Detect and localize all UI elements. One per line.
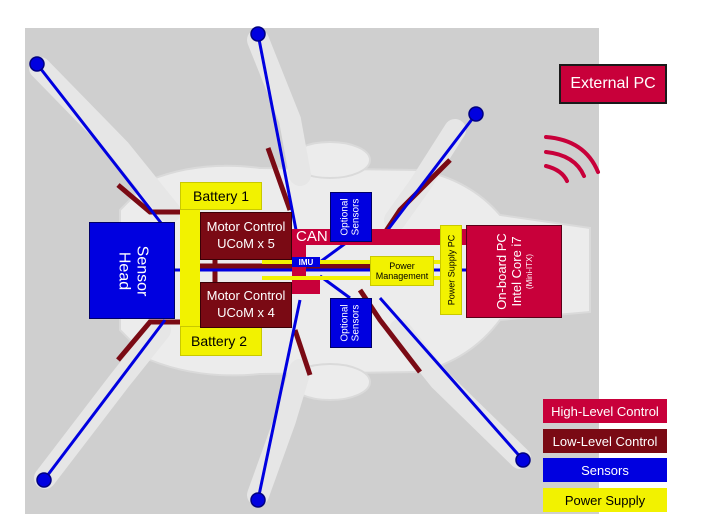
sensor-head-line1: Sensor xyxy=(132,245,150,296)
motor-control-2-line1: Motor Control xyxy=(206,288,286,303)
optional-sensors-top-box: Optional Sensors xyxy=(330,192,372,242)
sensor-head-line2: Head xyxy=(114,251,132,290)
legend-label: High-Level Control xyxy=(551,403,659,419)
motor-control-2-box: Motor Control UCoM x 4 xyxy=(200,282,292,328)
power-supply-pc-label: Power Supply PC xyxy=(446,234,457,306)
motor-control-2-line2: UCoM x 4 xyxy=(217,305,275,320)
motor-control-1-line2: UCoM x 5 xyxy=(217,236,275,251)
motor-control-1-box: Motor Control UCoM x 5 xyxy=(200,212,292,260)
optional-sensors-top-line2: Sensors xyxy=(351,198,362,236)
power-management-line2: Management xyxy=(375,271,429,281)
motor-control-1-line1: Motor Control xyxy=(206,219,286,234)
legend-high-level-control: High-Level Control xyxy=(543,399,667,423)
legend-sensors: Sensors xyxy=(543,458,667,482)
external-pc-box: External PC xyxy=(559,64,667,104)
wireless-signal-icon xyxy=(544,135,600,183)
can-label: CAN xyxy=(296,228,328,245)
legend-low-level-control: Low-Level Control xyxy=(543,429,667,453)
onboard-pc-line2: Intel Core i7 xyxy=(508,236,524,307)
legend-label: Low-Level Control xyxy=(552,433,658,449)
imu-box: IMU xyxy=(292,257,320,267)
battery-frame xyxy=(180,210,200,326)
optional-sensors-bottom-line2: Sensors xyxy=(351,304,362,342)
sensor-head-box: Sensor Head xyxy=(89,222,175,319)
battery-1-label: Battery 1 xyxy=(193,188,250,204)
legend-label: Sensors xyxy=(581,462,629,478)
battery-2-label: Battery 2 xyxy=(191,333,248,349)
legend-power-supply: Power Supply xyxy=(543,488,667,512)
legend-label: Power Supply xyxy=(564,492,646,508)
optional-sensors-bottom-box: Optional Sensors xyxy=(330,298,372,348)
power-supply-pc-box: Power Supply PC xyxy=(440,225,462,315)
onboard-pc-line1: On-board PC xyxy=(493,233,509,310)
power-management-line1: Power xyxy=(389,261,415,271)
optional-sensors-top-line1: Optional xyxy=(340,198,351,236)
optional-sensors-bottom-line1: Optional xyxy=(340,304,351,342)
onboard-pc-box: On-board PC Intel Core i7 (Mini-ITX) xyxy=(466,225,562,318)
leg-sensor-dots xyxy=(29,26,531,508)
power-management-box: Power Management xyxy=(370,256,434,286)
external-pc-label: External PC xyxy=(570,75,656,92)
onboard-pc-line3: (Mini-ITX) xyxy=(524,253,534,290)
battery-1-box: Battery 1 xyxy=(180,182,262,210)
imu-label: IMU xyxy=(298,257,314,267)
battery-2-box: Battery 2 xyxy=(180,326,262,356)
